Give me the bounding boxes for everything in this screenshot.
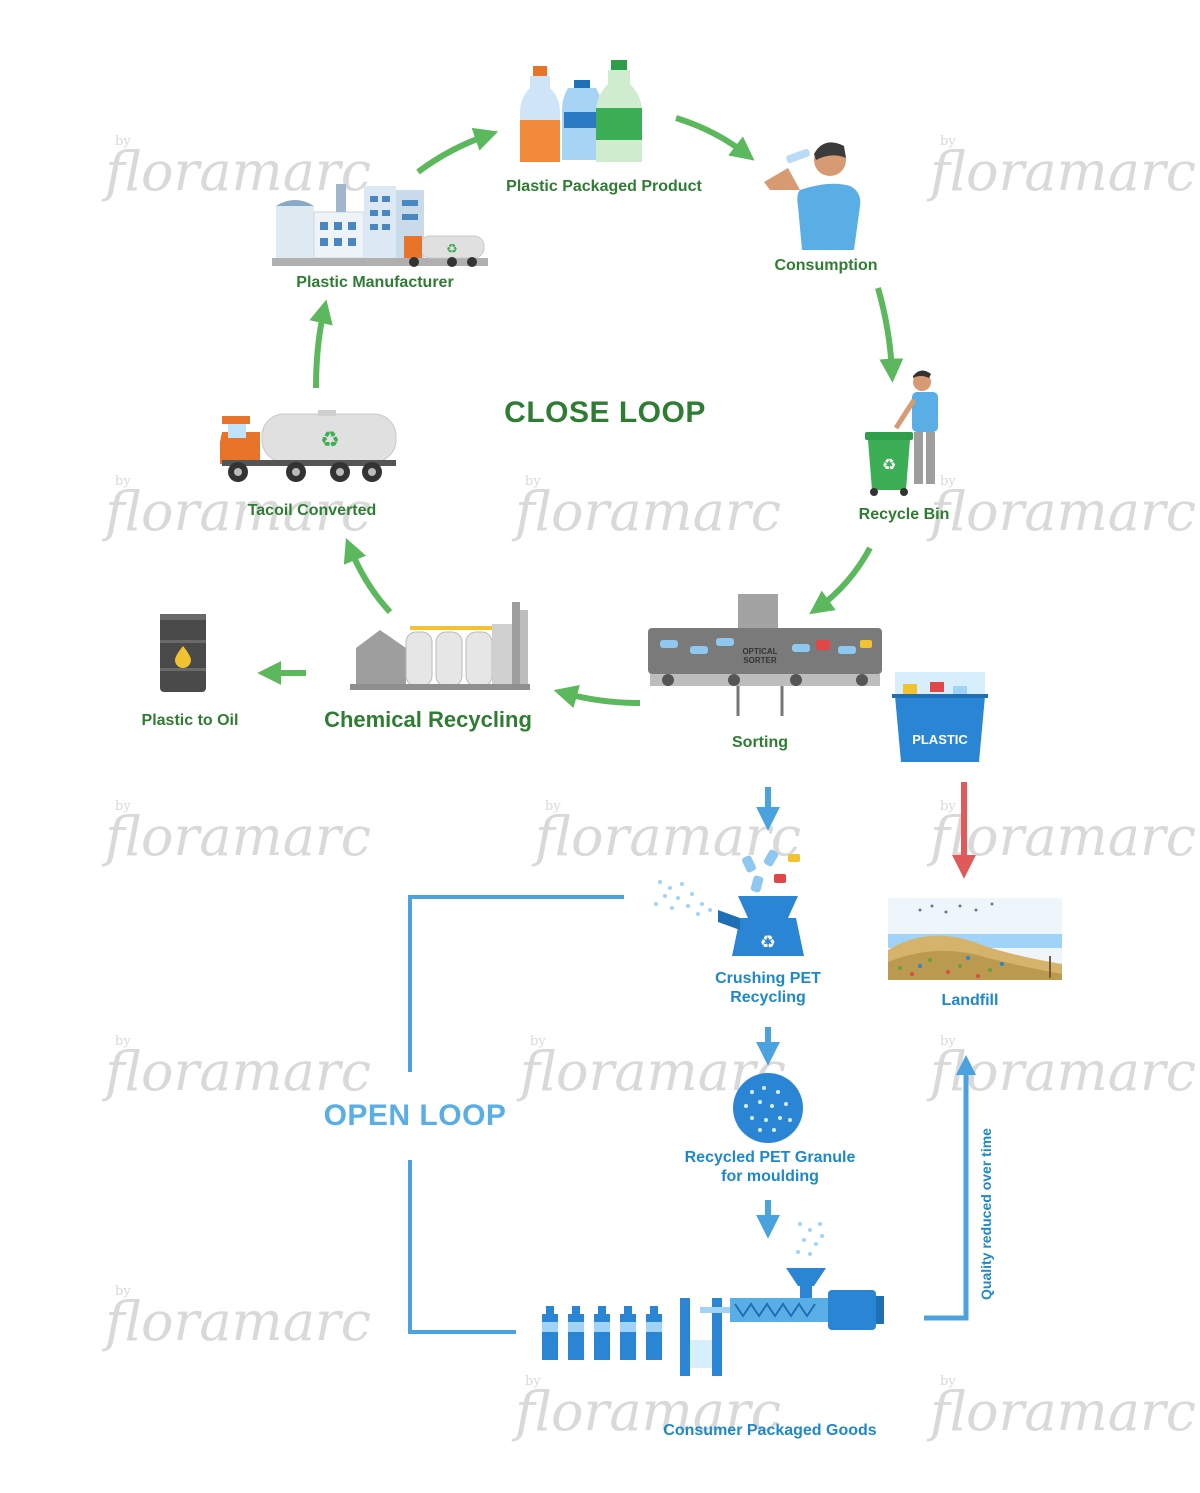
crusher-icon: ♻ (654, 849, 804, 956)
plastic-container-icon: PLASTIC (892, 672, 988, 762)
injection-moulding-icon (680, 1222, 884, 1376)
sorter-label-line2: SORTER (743, 656, 777, 665)
label-sorting: Sorting (732, 734, 788, 751)
sorter-label-line1: OPTICAL (742, 647, 777, 656)
tanker-truck-icon: ♻ (220, 410, 397, 482)
arrow-sorting-to-chemical (553, 684, 641, 709)
plastic-container-label: PLASTIC (912, 732, 968, 747)
svg-text:♻: ♻ (760, 932, 776, 953)
recycle-bin-icon: ♻ (865, 432, 913, 496)
label-plastic-to-oil: Plastic to Oil (141, 712, 239, 729)
open-loop-bracket-top (408, 895, 624, 1072)
arrow-manufacturer-to-product (416, 127, 499, 175)
chemical-plant-icon (350, 602, 530, 690)
quality-reduced-note: Quality reduced over time (978, 1128, 994, 1300)
landfill-icon (888, 898, 1062, 980)
bottles-row-icon (542, 1306, 662, 1360)
arrow-bin-to-sorting (809, 546, 873, 615)
label-recycle-bin: Recycle Bin (858, 506, 950, 523)
label-consumer-packaged-goods: Consumer Packaged Goods (663, 1422, 877, 1439)
label-granule-line1: Recycled PET Granule (684, 1149, 856, 1166)
arrow-goods-to-landfill (924, 1055, 976, 1321)
label-granule-line2: for moulding (721, 1168, 819, 1185)
arrow-chemical-to-tacoil (343, 537, 393, 615)
pet-granule-icon (733, 1073, 803, 1143)
optical-sorter-icon: OPTICAL SORTER (648, 594, 882, 716)
plastic-bottles-icon (520, 60, 642, 162)
person-recycling-icon (893, 370, 938, 484)
factory-icon: ♻ (272, 184, 488, 267)
oil-barrel-icon (160, 614, 206, 692)
label-chemical-recycling: Chemical Recycling (324, 707, 532, 732)
svg-text:♻: ♻ (446, 242, 458, 257)
close-loop-title: CLOSE LOOP (504, 396, 706, 429)
arrow-tacoil-to-manufacturer (309, 299, 333, 389)
open-loop-bracket-bottom (408, 1160, 516, 1334)
arrow-consumption-to-bin (875, 287, 904, 383)
open-loop-title: OPEN LOOP (323, 1099, 507, 1132)
label-landfill: Landfill (941, 992, 999, 1009)
label-consumption: Consumption (774, 257, 878, 274)
label-plastic-manufacturer: Plastic Manufacturer (296, 274, 454, 291)
label-plastic-packaged-product: Plastic Packaged Product (506, 178, 702, 195)
person-drinking-icon (764, 142, 861, 250)
label-crushing-pet-line1: Crushing PET (715, 970, 821, 987)
arrow-product-to-consumption (675, 115, 755, 161)
label-tacoil-converted: Tacoil Converted (247, 502, 377, 519)
svg-text:♻: ♻ (320, 428, 340, 453)
label-crushing-pet-line2: Recycling (730, 989, 806, 1006)
svg-text:♻: ♻ (882, 455, 896, 474)
